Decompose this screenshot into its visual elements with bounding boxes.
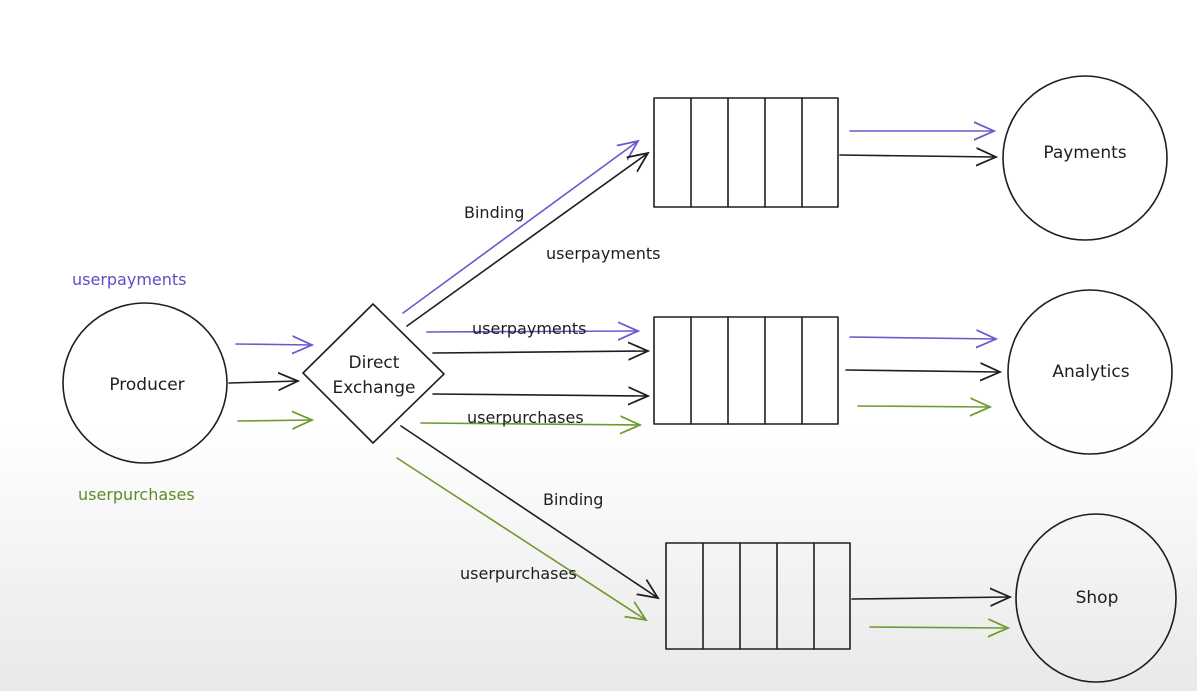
payments-consumer-node: Payments [1002,75,1168,241]
exchange-to-analytics-queue-green-arrow [420,423,640,425]
exchange-to-shop-queue-arrow [400,425,658,598]
producer-node: Producer [62,302,228,464]
analytics-consumer-node: Analytics [1007,289,1173,455]
binding-top-label: Binding [464,203,524,222]
producer-to-exchange-purchases-arrow [237,420,312,421]
binding-bottom-label: Binding [543,490,603,509]
mid-payments-label: userpayments [472,319,587,338]
producer-label: Producer [109,375,184,395]
exchange-to-payments-queue-purple-arrow [402,141,638,314]
analytics-queue-to-consumer-green-arrow [857,406,990,407]
producer-key-purchases: userpurchases [78,485,195,504]
analytics-queue-to-consumer-purple-arrow [849,337,996,339]
exchange-to-analytics-queue-arrow-1 [432,351,648,353]
binding-bottom-key-label: userpurchases [460,564,577,583]
analytics-queue [653,316,839,425]
payments-queue-to-consumer-arrow [839,155,996,157]
direct-exchange-node: Direct Exchange [302,303,445,444]
payments-label: Payments [1043,143,1126,163]
mid-purchases-label: userpurchases [467,408,584,427]
shop-consumer-node: Shop [1015,513,1177,683]
exchange-to-payments-queue-arrow [406,153,648,327]
binding-top-key-label: userpayments [546,244,661,263]
exchange-label-line1: Direct [349,353,400,373]
analytics-label: Analytics [1052,362,1129,382]
shop-queue-to-consumer-green-arrow [869,627,1008,628]
payments-queue [653,97,839,208]
exchange-to-analytics-queue-purple-arrow [426,331,638,332]
producer-to-exchange-arrow [228,381,298,383]
analytics-queue-to-consumer-arrow [845,370,1000,372]
shop-label: Shop [1076,588,1119,608]
exchange-to-analytics-queue-arrow-2 [432,394,648,396]
exchange-label-line2: Exchange [332,378,415,398]
producer-key-payments: userpayments [72,270,187,289]
exchange-to-shop-queue-green-arrow [396,457,646,620]
producer-to-exchange-payments-arrow [235,344,312,345]
shop-queue-to-consumer-arrow [851,597,1010,599]
shop-queue [665,542,851,650]
